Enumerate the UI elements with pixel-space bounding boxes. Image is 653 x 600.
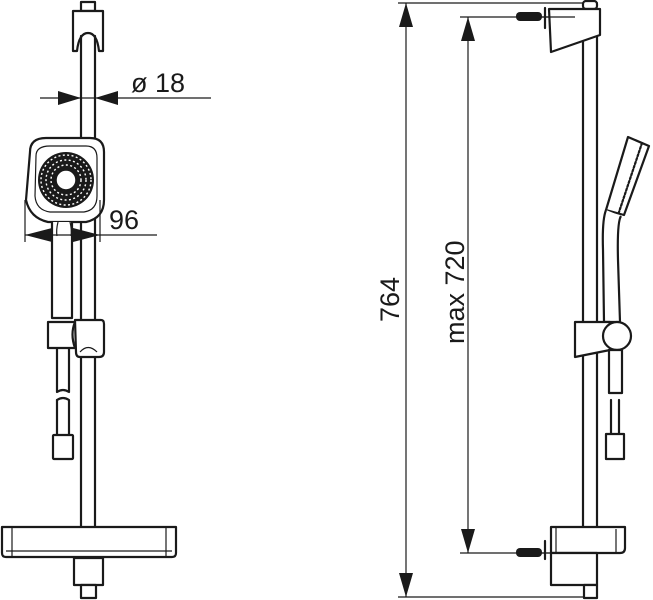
side-slider-holder [573,320,633,461]
rail-diameter-label: ø 18 [131,68,185,98]
rail-diameter-dimension: ø 18 [40,68,211,105]
side-top-bracket [516,6,602,54]
nozzle-pattern-icon [38,152,94,208]
side-bottom-bracket [516,525,627,600]
side-hand-shower [601,135,651,324]
side-view: 764 max 720 [375,0,651,600]
shower-width-dimension: 96 [24,200,157,242]
top-wall-bracket [71,0,105,53]
wall-dowel-icon [516,12,575,21]
max-mount-label: max 720 [440,240,470,344]
overall-height-label: 764 [375,277,405,322]
overall-height-dimension: 764 [375,2,598,598]
side-rail [581,0,599,529]
max-mount-dimension: max 720 [440,16,575,554]
slide-rail [79,34,97,529]
hand-shower [24,136,106,320]
bottom-shelf [0,525,178,600]
hose [51,347,75,461]
slider-holder [46,318,106,359]
shower-width-label: 96 [109,205,139,235]
front-view: ø 18 96 [0,0,211,600]
wall-dowel-icon [516,548,551,557]
